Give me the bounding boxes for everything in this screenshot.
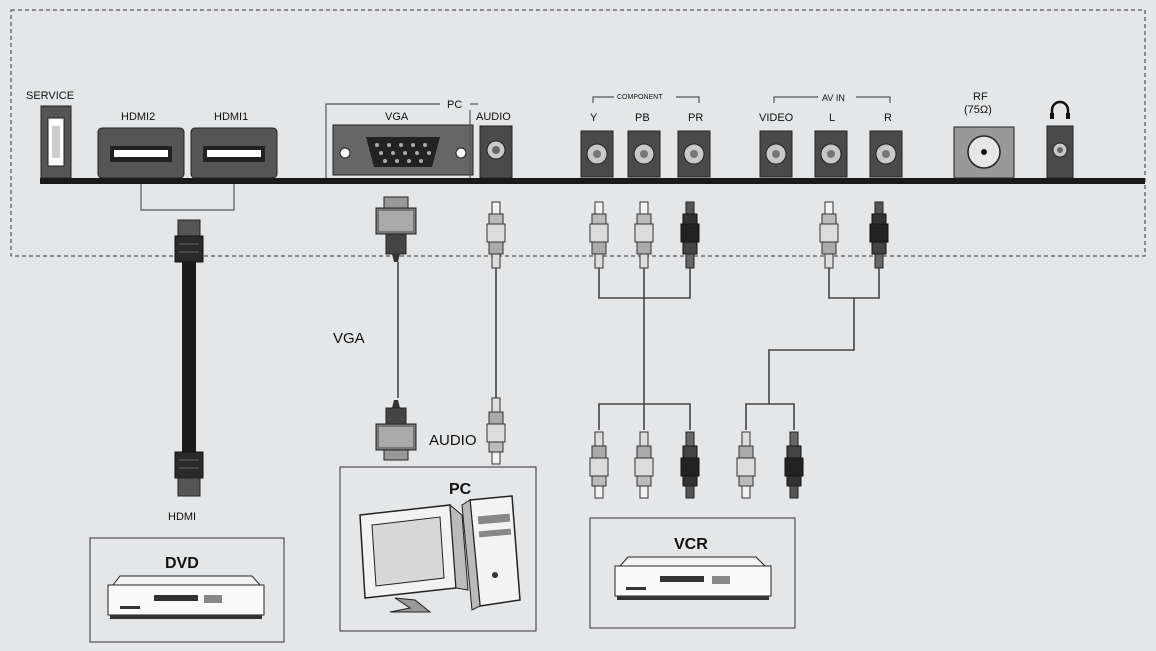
component-label: COMPONENT bbox=[617, 94, 663, 101]
vga-cable-label: VGA bbox=[333, 330, 365, 347]
l-jack[interactable] bbox=[814, 130, 848, 178]
vga-port-label: VGA bbox=[385, 111, 409, 123]
audio-jack[interactable] bbox=[479, 125, 513, 179]
pc-device-label: PC bbox=[449, 481, 472, 498]
av-cable bbox=[736, 201, 889, 499]
component-label-bg bbox=[614, 91, 676, 101]
pr-jack[interactable] bbox=[677, 130, 711, 178]
rf-label: RF bbox=[973, 91, 988, 103]
hdmi-bracket bbox=[140, 184, 235, 211]
y-label: Y bbox=[590, 112, 598, 124]
video-jack[interactable] bbox=[759, 130, 793, 178]
hdmi1-label: HDMI1 bbox=[214, 111, 248, 123]
dvd-device bbox=[89, 537, 285, 643]
pr-label: PR bbox=[688, 112, 703, 124]
audio-port-label: AUDIO bbox=[476, 111, 511, 123]
component-cable bbox=[589, 201, 700, 499]
headphone-icon bbox=[1050, 100, 1070, 119]
panel-bar bbox=[40, 178, 1145, 184]
service-port[interactable] bbox=[40, 105, 72, 179]
video-label: VIDEO bbox=[759, 112, 794, 124]
hdmi-cable-label: HDMI bbox=[168, 511, 196, 523]
av-in-label-bg bbox=[818, 91, 856, 103]
r-label: R bbox=[884, 112, 892, 124]
vcr-device bbox=[589, 517, 796, 629]
vga-cable bbox=[375, 196, 417, 461]
pb-jack[interactable] bbox=[627, 130, 661, 178]
pc-bracket bbox=[325, 103, 440, 178]
hdmi2-label: HDMI2 bbox=[121, 111, 155, 123]
audio-cable bbox=[486, 201, 506, 465]
dvd-label: DVD bbox=[165, 555, 199, 572]
hdmi1-port[interactable] bbox=[190, 127, 278, 179]
service-label: SERVICE bbox=[26, 90, 74, 102]
rf-port[interactable] bbox=[953, 126, 1015, 179]
pc-label: PC bbox=[447, 99, 462, 111]
l-label: L bbox=[829, 112, 835, 124]
tv-panel-outline bbox=[10, 9, 1146, 257]
hdmi2-port[interactable] bbox=[97, 127, 185, 179]
av-in-label: AV IN bbox=[822, 93, 845, 103]
r-jack[interactable] bbox=[869, 130, 903, 178]
vga-port[interactable] bbox=[332, 124, 474, 176]
y-jack[interactable] bbox=[580, 130, 614, 178]
headphone-jack[interactable] bbox=[1046, 125, 1074, 179]
pc-device bbox=[339, 466, 537, 632]
rf-ohm-label: (75Ω) bbox=[964, 104, 992, 116]
audio-cable-label: AUDIO bbox=[429, 432, 477, 449]
pb-label: PB bbox=[635, 112, 650, 124]
vcr-label: VCR bbox=[674, 536, 708, 553]
hdmi-cable bbox=[174, 219, 204, 497]
